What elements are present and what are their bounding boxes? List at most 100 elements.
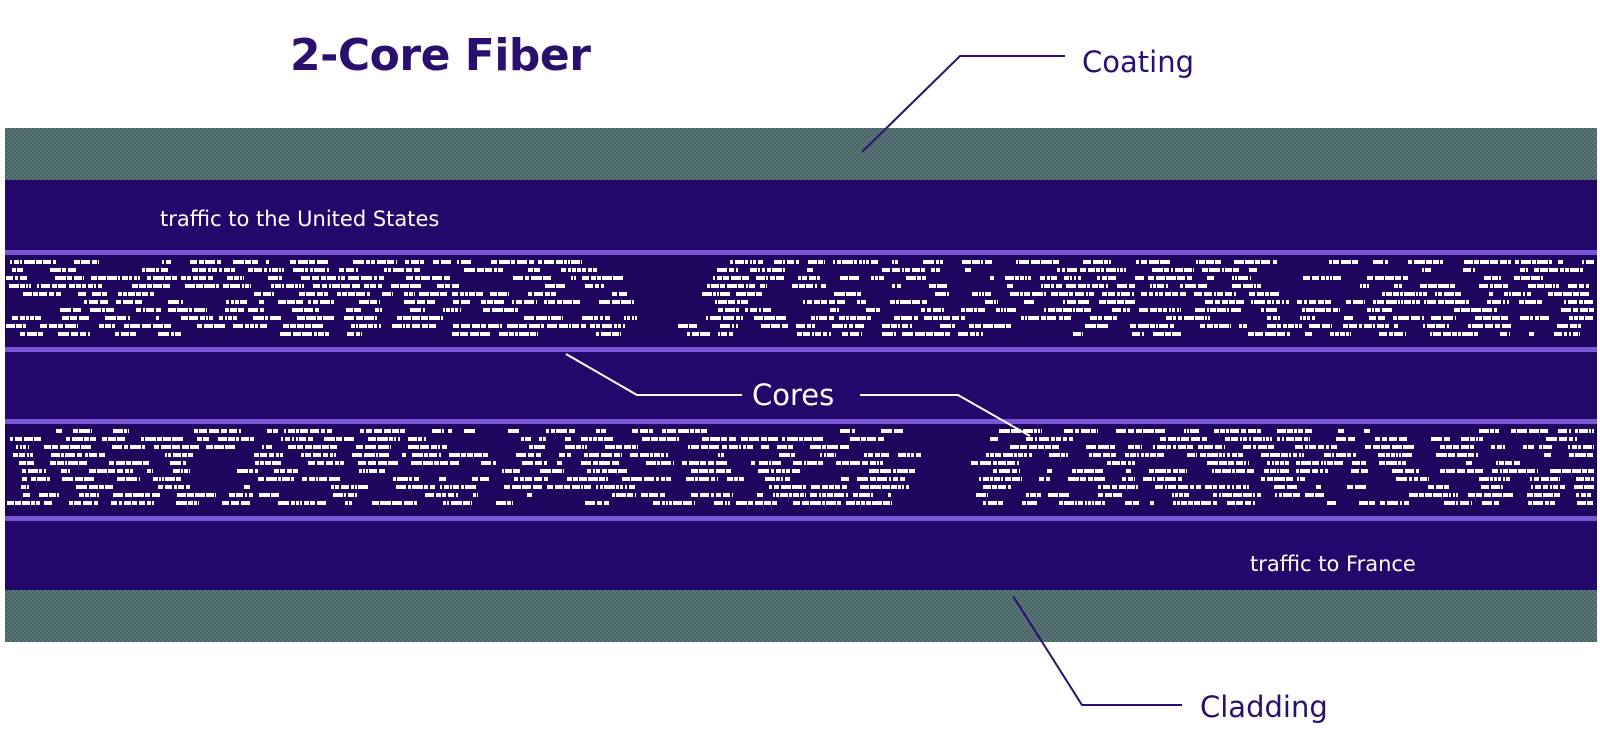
data-bit [79, 429, 90, 433]
data-bit [1266, 437, 1269, 441]
data-bit [878, 437, 884, 441]
data-bit [31, 477, 36, 481]
data-bit [1264, 469, 1269, 473]
data-bit [27, 332, 37, 336]
data-bit [811, 316, 815, 320]
data-bit [329, 284, 331, 288]
data-bit [1257, 292, 1264, 296]
data-bit [1187, 429, 1189, 433]
data-bit [19, 461, 26, 465]
data-bit [1305, 332, 1312, 336]
data-bit [1021, 316, 1024, 320]
data-bit [835, 453, 836, 457]
data-bit [1267, 477, 1273, 481]
data-bit [321, 429, 325, 433]
data-bit [9, 284, 19, 288]
data-bit [1579, 284, 1584, 288]
data-bit [1444, 501, 1455, 505]
data-bit [614, 453, 620, 457]
data-bit [453, 300, 459, 304]
data-bit [365, 445, 376, 449]
data-bit [1019, 260, 1029, 264]
data-bit [760, 284, 765, 288]
data-bit [707, 284, 710, 288]
data-bit [1254, 300, 1265, 304]
data-bit [214, 324, 225, 328]
data-bit [877, 477, 887, 481]
data-bit [1497, 445, 1502, 449]
data-bit [1394, 284, 1398, 288]
data-bit [593, 268, 597, 272]
data-bit [1172, 493, 1174, 497]
data-bit [721, 437, 727, 441]
data-bit [305, 324, 311, 328]
data-bit [836, 461, 841, 465]
data-bit [1207, 453, 1218, 457]
data-bit [254, 292, 261, 296]
data-bit [872, 501, 882, 505]
data-bit [1132, 292, 1134, 296]
data-bit [1580, 268, 1583, 272]
data-bit [406, 276, 413, 280]
data-bit [302, 477, 307, 481]
data-bit [793, 501, 800, 505]
data-bit [1375, 308, 1380, 312]
data-bit [1037, 493, 1041, 497]
data-bit [1416, 469, 1419, 473]
data-bit [661, 453, 664, 457]
data-bit [197, 324, 202, 328]
data-bit [1283, 493, 1292, 497]
data-bit [1301, 461, 1311, 465]
data-bit [361, 276, 372, 280]
data-bit [859, 260, 862, 264]
data-bit [1373, 260, 1383, 264]
data-bit [136, 292, 141, 296]
data-bit [735, 260, 744, 264]
data-bit [184, 469, 188, 473]
data-bit [716, 461, 727, 465]
data-bit [1577, 501, 1586, 505]
data-bit [68, 469, 70, 473]
data-bit [1326, 276, 1329, 280]
data-bit [1236, 485, 1241, 489]
data-bit [1178, 445, 1186, 449]
data-bit [23, 445, 26, 449]
data-bit [141, 437, 144, 441]
data-bit [92, 292, 101, 296]
data-bit [802, 501, 809, 505]
data-bit [1272, 300, 1274, 304]
data-bit [231, 300, 234, 304]
data-bit [1204, 292, 1212, 296]
data-bit [174, 485, 177, 489]
data-bit [601, 429, 606, 433]
data-bit [515, 308, 518, 312]
data-bit [1286, 300, 1289, 304]
data-bit [130, 445, 141, 449]
data-bit [1270, 453, 1280, 457]
data-bit [728, 300, 735, 304]
data-bit [487, 300, 493, 304]
data-bit [758, 260, 763, 264]
data-bit [368, 461, 376, 465]
data-bit [175, 332, 181, 336]
data-bit [912, 300, 920, 304]
data-bit [1443, 493, 1448, 497]
data-bit [356, 445, 363, 449]
data-bit [156, 316, 159, 320]
data-bit [1047, 276, 1050, 280]
data-bit [846, 292, 856, 296]
data-bit [1420, 284, 1427, 288]
data-bit [258, 477, 264, 481]
data-bit [1139, 308, 1148, 312]
data-bit [84, 300, 87, 304]
data-bit [195, 493, 205, 497]
data-bit [22, 501, 30, 505]
data-bit [1379, 461, 1385, 465]
data-bit [1400, 501, 1402, 505]
data-bit [1447, 324, 1449, 328]
data-bit [348, 292, 355, 296]
data-bit [1537, 284, 1544, 288]
data-bit [1587, 501, 1593, 505]
data-bit [1128, 461, 1131, 465]
data-bit [1041, 260, 1052, 264]
